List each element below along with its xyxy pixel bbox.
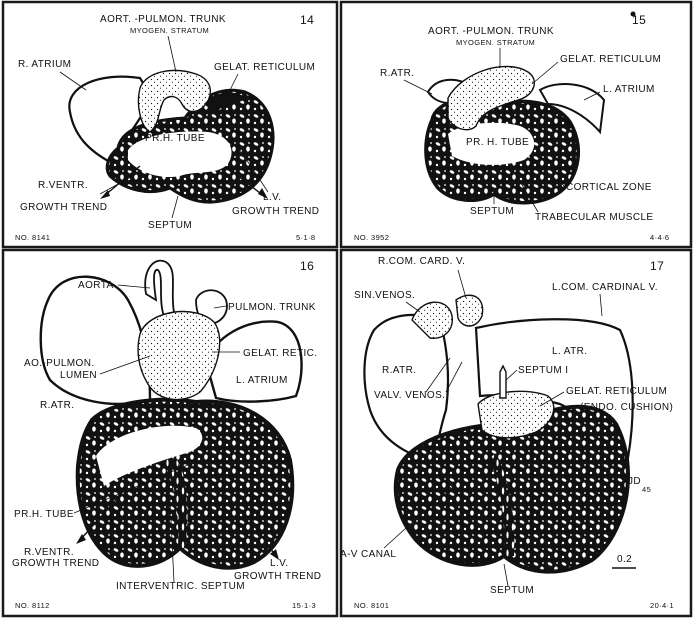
p17-septum-label: SEPTUM bbox=[490, 585, 534, 596]
p14-r-atrium bbox=[68, 75, 154, 164]
p14-septum-label: SEPTUM bbox=[148, 220, 192, 231]
p14-trunk-label: AORT. -PULMON. TRUNK bbox=[100, 14, 226, 25]
p15-trabecular-label: TRABECULAR MUSCLE bbox=[535, 212, 654, 223]
p17-r-com-label: R.COM. CARD. V. bbox=[378, 256, 465, 267]
p16-r-atr-label: R.ATR. bbox=[40, 400, 74, 411]
p16-lumen bbox=[96, 425, 203, 486]
p15-stage: 4·4·6 bbox=[650, 233, 670, 242]
p15-pin-mark bbox=[630, 11, 636, 17]
p16-stage: 15·1·3 bbox=[292, 601, 316, 610]
p14-number: 14 bbox=[300, 13, 314, 27]
p17-septum-streak bbox=[488, 454, 515, 556]
p15-number: 15 bbox=[632, 13, 646, 27]
p14-lumen bbox=[128, 131, 232, 178]
p16-prh-tube-label: PR.H. TUBE bbox=[14, 509, 74, 520]
p16-leader-lines bbox=[73, 284, 240, 583]
p16-lv-growth-label: GROWTH TREND bbox=[234, 571, 321, 582]
p14-r-ventr-label: R.VENTR. bbox=[38, 180, 88, 191]
p16-l-atrium-label: L. ATRIUM bbox=[236, 375, 288, 386]
p17-septum-i bbox=[499, 364, 507, 399]
p14-r-growth-label: GROWTH TREND bbox=[20, 202, 107, 213]
p16-septum bbox=[160, 456, 188, 548]
p17-r-card-vein bbox=[455, 294, 484, 327]
p15-trunk-label: AORT. -PULMON. TRUNK bbox=[428, 26, 554, 37]
panel-17: 17 R.COM. CARD. V. L.COM. CARDINAL V. SI… bbox=[340, 256, 674, 610]
p15-catalog: NO. 3952 bbox=[354, 233, 389, 242]
p16-growth-arrows bbox=[76, 499, 279, 560]
p17-endo-cushion bbox=[477, 390, 555, 439]
p14-catalog: NO. 8141 bbox=[15, 233, 50, 242]
p14-lv-label: L.V. bbox=[263, 192, 281, 203]
p16-gelat-mass bbox=[137, 310, 221, 401]
p17-endo-cushion-label: (ENDO. CUSHION) bbox=[580, 402, 673, 413]
p17-scale-label: 0.2 bbox=[617, 554, 632, 565]
p14-stage: 5·1·8 bbox=[296, 233, 316, 242]
p16-ao-pulmon-label: AO.-PULMON. bbox=[24, 358, 95, 369]
p14-prh-tube-label: PR.H. TUBE bbox=[145, 133, 205, 144]
p14-gelat-ret-label: GELAT. RETICULUM bbox=[214, 62, 315, 73]
p16-number: 16 bbox=[300, 259, 314, 273]
p16-lv-label: L.V. bbox=[270, 558, 288, 569]
p17-l-atr-label: L. ATR. bbox=[552, 346, 587, 357]
p15-leader-lines bbox=[403, 48, 601, 213]
p17-leader-lines bbox=[383, 269, 603, 587]
p15-l-atrium bbox=[538, 83, 606, 135]
p15-septum-label: SEPTUM bbox=[470, 206, 514, 217]
p15-lumen bbox=[448, 122, 535, 165]
p14-growth-arrows bbox=[100, 165, 268, 199]
p14-stratum-label: MYOGEN. STRATUM bbox=[130, 26, 209, 35]
p16-gelat-label: GELAT. RETIC. bbox=[243, 348, 317, 359]
p15-prh-tube-label: PR. H. TUBE bbox=[466, 137, 529, 148]
p17-av-canal-label: A-V CANAL bbox=[340, 549, 396, 560]
p16-r-growth-label: GROWTH TREND bbox=[12, 558, 99, 569]
p17-septum-i-label: SEPTUM I bbox=[518, 365, 568, 376]
p15-trunk bbox=[447, 65, 536, 131]
p17-number: 17 bbox=[650, 259, 664, 273]
p17-monogram: JD bbox=[628, 476, 641, 487]
p14-leader-lines bbox=[59, 35, 269, 219]
p15-gelat-ret-label: GELAT. RETICULUM bbox=[560, 54, 661, 65]
p16-aorta-label: AORTA bbox=[78, 280, 114, 291]
p15-stratum-label: MYOGEN. STRATUM bbox=[456, 38, 535, 47]
p17-l-com-label: L.COM. CARDINAL V. bbox=[552, 282, 658, 293]
p15-r-atr-label: R.ATR. bbox=[380, 68, 414, 79]
p14-r-atrium-label: R. ATRIUM bbox=[18, 59, 71, 70]
p17-gelat-ret-label: GELAT. RETICULUM bbox=[566, 386, 667, 397]
panel-14: 14 AORT. -PULMON. TRUNK MYOGEN. STRATUM … bbox=[15, 13, 319, 242]
p17-sinus bbox=[411, 301, 453, 339]
p17-valv-venos-label: VALV. VENOS. bbox=[374, 390, 445, 401]
p17-r-atr-label: R.ATR. bbox=[382, 365, 416, 376]
p17-sin-venos-label: SIN.VENOS. bbox=[354, 290, 415, 301]
p16-interventric-label: INTERVENTRIC. SEPTUM bbox=[116, 581, 245, 592]
p16-catalog: NO. 8112 bbox=[15, 601, 50, 610]
p16-l-atrium bbox=[204, 320, 303, 403]
p14-trunk bbox=[137, 69, 211, 133]
p16-r-ventr-label: R.VENTR. bbox=[24, 547, 74, 558]
p17-monogram-year: 45 bbox=[642, 485, 651, 494]
p16-lumen-label: LUMEN bbox=[60, 370, 97, 381]
p16-pulmon-label: PULMON. TRUNK bbox=[228, 302, 316, 313]
p14-lv-growth-label: GROWTH TREND bbox=[232, 206, 319, 217]
p14-gelat-crest bbox=[204, 92, 246, 112]
panel-16: 16 AORTA PULMON. TRUNK AO.-PULMON. LUMEN… bbox=[12, 259, 321, 610]
p15-cortical-label: CORTICAL ZONE bbox=[566, 182, 652, 193]
p15-l-atrium-label: L. ATRIUM bbox=[603, 84, 655, 95]
p17-stage: 20·4·1 bbox=[650, 601, 674, 610]
p17-catalog: NO. 8101 bbox=[354, 601, 389, 610]
panel-15: 15 AORT. -PULMON. TRUNK MYOGEN. STRATUM … bbox=[354, 11, 670, 242]
